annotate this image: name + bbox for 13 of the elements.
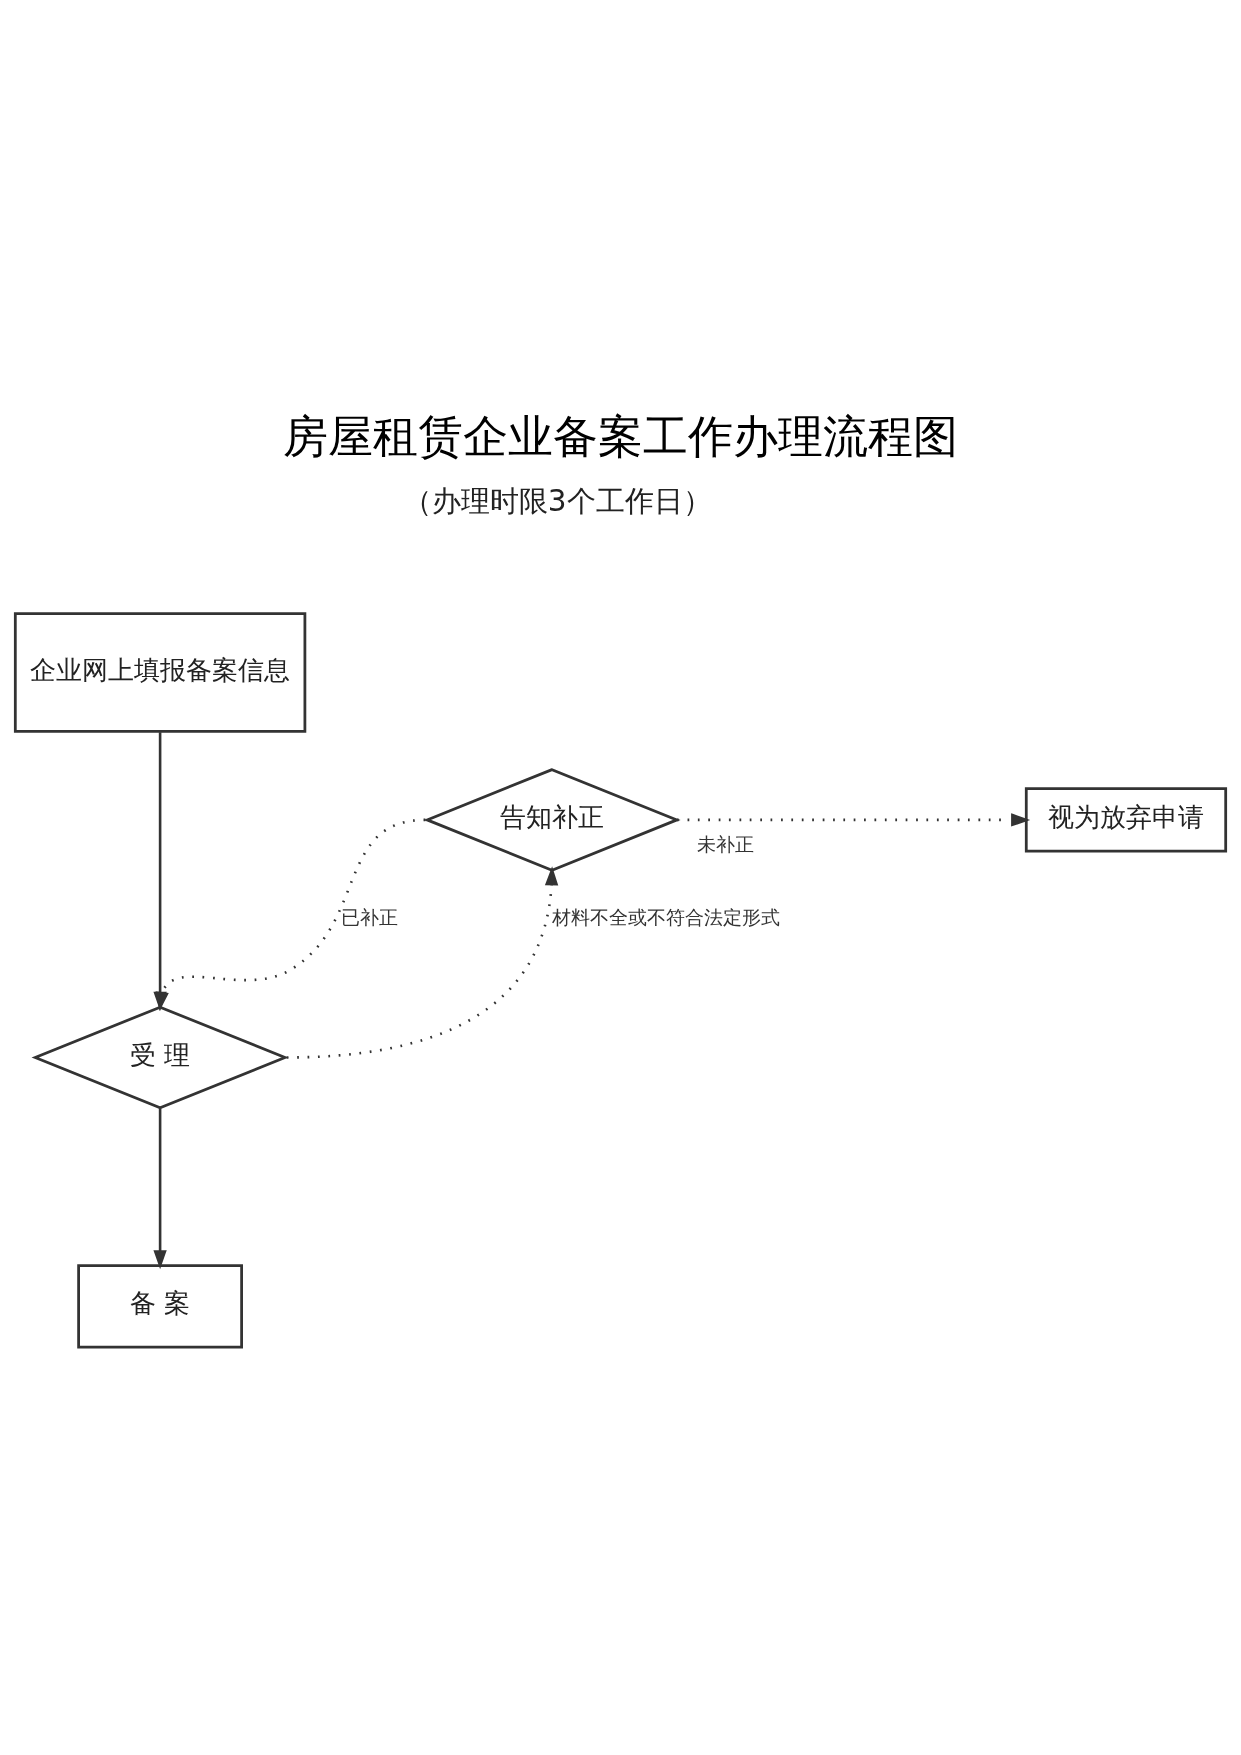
diagram-title: 房屋租赁企业备案工作办理流程图 bbox=[283, 409, 958, 463]
arrow bbox=[676, 812, 1031, 827]
node-box: 企业网上填报备案信息 bbox=[13, 611, 307, 733]
arrow bbox=[286, 865, 559, 1059]
node-diamond: 告知补正 bbox=[423, 767, 681, 872]
node-diamond: 受 理 bbox=[31, 1005, 289, 1109]
edge-label: 材料不全或不符合法定形式 bbox=[552, 905, 781, 928]
edge-label: 已补正 bbox=[341, 905, 399, 928]
node-box: 备 案 bbox=[77, 1263, 243, 1348]
label: （办理时限3个工作日） bbox=[402, 483, 712, 518]
node-box: 视为放弃申请 bbox=[1024, 786, 1228, 852]
arrow bbox=[153, 1107, 167, 1269]
edge-label: 未补正 bbox=[697, 832, 755, 855]
